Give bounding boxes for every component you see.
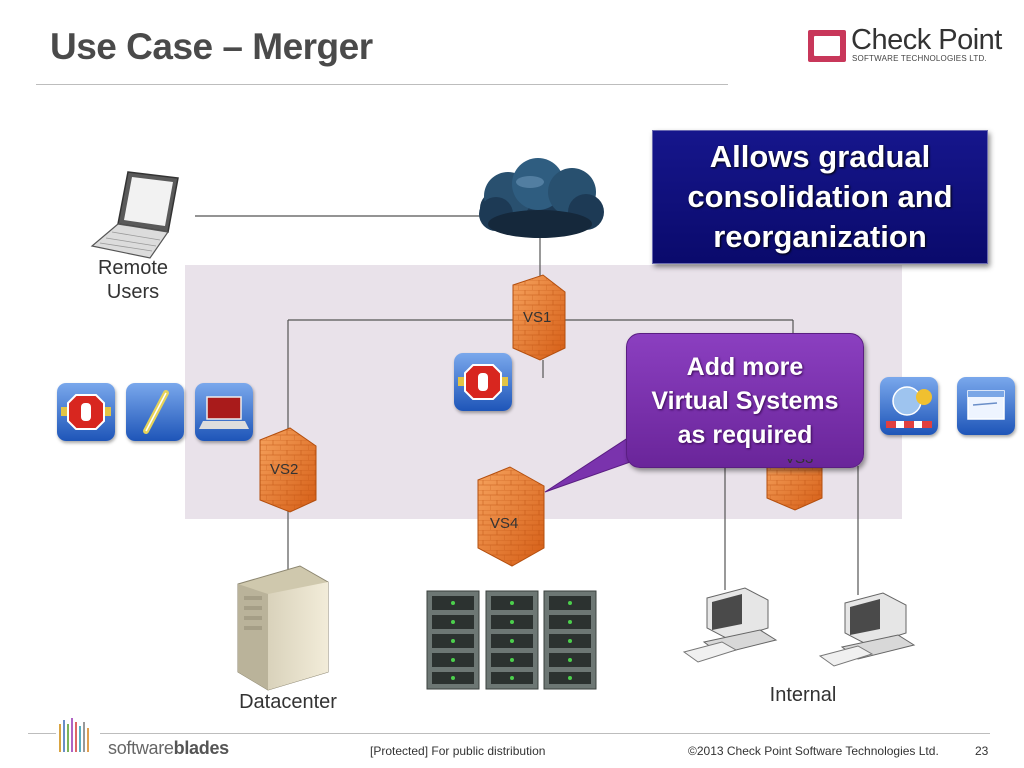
firewall-vs1-icon	[512, 274, 566, 361]
vs4-label: VS4	[490, 515, 519, 532]
logo-subtitle: SOFTWARE TECHNOLOGIES LTD.	[852, 54, 987, 63]
firewall-blade-icon	[454, 353, 512, 411]
laptop-icon	[90, 171, 179, 259]
callout-line: Add more	[686, 352, 804, 381]
callout-line: as required	[677, 420, 813, 449]
firewall-vs2-icon	[259, 427, 317, 513]
connection-lines	[195, 215, 859, 595]
page-title: Use Case – Merger	[50, 26, 373, 67]
server-racks-icon	[426, 590, 597, 690]
callout-line: reorganization	[713, 219, 927, 254]
callout-line: consolidation and	[687, 179, 953, 214]
callout-line: Allows gradual	[709, 139, 931, 174]
datacenter-label: Datacenter	[239, 691, 337, 713]
datacenter-server-icon	[237, 565, 329, 691]
logo-name: Check Point	[851, 24, 1002, 56]
internal-label: Internal	[769, 684, 837, 706]
vs2-label: VS2	[270, 461, 299, 478]
copyright-label: ©2013 Check Point Software Technologies …	[688, 744, 939, 758]
footer-divider	[100, 733, 990, 734]
title-divider	[36, 84, 728, 85]
internet-cloud-icon	[479, 158, 604, 238]
workstation-icon	[818, 592, 916, 667]
pen-blade-icon	[126, 383, 184, 441]
firewall-vs4-icon	[477, 466, 545, 567]
page-number: 23	[975, 744, 989, 758]
remote-users-label: Remote Users	[97, 257, 169, 303]
firewall-vs3-icon	[766, 455, 823, 511]
softwareblades-wordmark: softwareblades	[108, 738, 229, 758]
callout-gradual-consolidation: Allows gradual consolidation and reorgan…	[652, 130, 988, 264]
url-filtering-blade-icon	[880, 377, 938, 435]
vs3-label-clip: VS3	[767, 459, 822, 471]
vs3-label: VS3	[785, 459, 813, 467]
footer-divider	[28, 733, 56, 734]
softwareblades-logo-icon	[59, 718, 89, 752]
vs1-label: VS1	[523, 309, 552, 326]
classification-label: [Protected] For public distribution	[370, 744, 546, 758]
callout-add-virtual-systems: Add more Virtual Systems as required	[626, 333, 864, 468]
laptop-blade-icon	[195, 383, 253, 441]
callout-line: Virtual Systems	[651, 386, 839, 415]
firewall-blade-icon	[57, 383, 115, 441]
application-control-blade-icon	[957, 377, 1015, 435]
checkpoint-logo-icon	[808, 30, 846, 62]
workstation-icon	[682, 587, 778, 663]
